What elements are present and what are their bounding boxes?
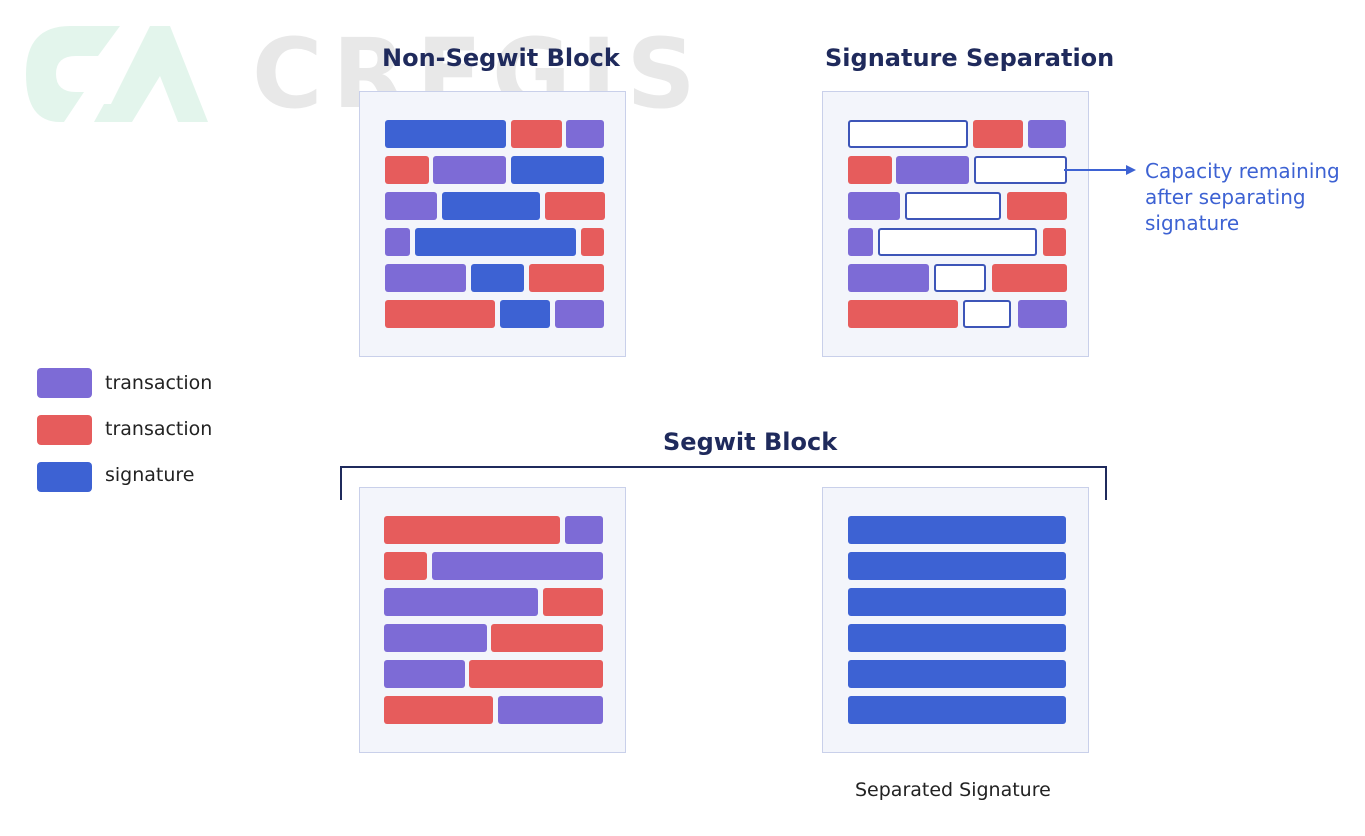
legend: transaction transaction signature	[37, 368, 237, 498]
transaction-block-purple	[848, 228, 873, 256]
empty-capacity-block	[974, 156, 1067, 184]
transaction-block-red	[1043, 228, 1066, 256]
signature-block-blue	[848, 696, 1066, 724]
transaction-block-red	[469, 660, 603, 688]
transaction-block-red	[848, 300, 958, 328]
transaction-block-purple	[848, 192, 900, 220]
cregis-logo-watermark	[26, 26, 208, 122]
signature-separation-panel	[822, 91, 1089, 357]
transaction-block-purple	[1018, 300, 1067, 328]
signature-block-blue	[442, 192, 540, 220]
signature-separation-title: Signature Separation	[825, 44, 1115, 72]
transaction-block-red	[992, 264, 1067, 292]
transaction-block-red	[384, 516, 560, 544]
transaction-block-red	[529, 264, 604, 292]
signature-block-blue	[415, 228, 576, 256]
transaction-block-purple	[896, 156, 969, 184]
non-segwit-block-title: Non-Segwit Block	[382, 44, 620, 72]
transaction-block-purple	[1028, 120, 1066, 148]
empty-capacity-block	[905, 192, 1001, 220]
separated-signature-caption: Separated Signature	[855, 779, 1051, 801]
signature-block-blue	[848, 516, 1066, 544]
transaction-block-red	[511, 120, 562, 148]
transaction-block-purple	[384, 624, 487, 652]
transaction-block-red	[385, 300, 495, 328]
transaction-block-purple	[555, 300, 604, 328]
empty-capacity-block	[878, 228, 1037, 256]
transaction-block-purple	[385, 192, 437, 220]
signature-block-blue	[471, 264, 524, 292]
empty-capacity-block	[848, 120, 968, 148]
empty-capacity-block	[934, 264, 986, 292]
legend-label-transaction-purple: transaction	[105, 372, 213, 394]
transaction-block-red	[581, 228, 604, 256]
signature-block-blue	[500, 300, 550, 328]
signature-block-blue	[848, 588, 1066, 616]
segwit-block-title: Segwit Block	[663, 428, 838, 456]
separated-signature-panel	[822, 487, 1089, 753]
empty-capacity-block	[963, 300, 1011, 328]
legend-label-transaction-red: transaction	[105, 418, 213, 440]
capacity-remaining-annotation: Capacity remaining after separating sign…	[1145, 159, 1340, 235]
transaction-block-purple	[566, 120, 604, 148]
signature-block-blue	[511, 156, 604, 184]
legend-swatch-red	[37, 415, 92, 445]
transaction-block-red	[973, 120, 1023, 148]
transaction-block-purple	[433, 156, 506, 184]
segwit-transactions-panel	[359, 487, 626, 753]
signature-block-blue	[385, 120, 506, 148]
transaction-block-purple	[385, 228, 410, 256]
legend-swatch-purple	[37, 368, 92, 398]
transaction-block-red	[384, 696, 493, 724]
legend-label-signature: signature	[105, 464, 195, 486]
transaction-block-purple	[848, 264, 929, 292]
transaction-block-red	[543, 588, 603, 616]
capacity-arrow	[1064, 165, 1136, 175]
transaction-block-purple	[565, 516, 603, 544]
transaction-block-purple	[384, 588, 538, 616]
transaction-block-red	[545, 192, 605, 220]
transaction-block-red	[1007, 192, 1067, 220]
signature-block-blue	[848, 552, 1066, 580]
transaction-block-purple	[432, 552, 603, 580]
transaction-block-purple	[498, 696, 603, 724]
segwit-bracket	[340, 466, 1107, 500]
transaction-block-red	[384, 552, 427, 580]
non-segwit-block-panel	[359, 91, 626, 357]
transaction-block-purple	[385, 264, 466, 292]
legend-swatch-blue	[37, 462, 92, 492]
transaction-block-red	[848, 156, 892, 184]
signature-block-blue	[848, 624, 1066, 652]
transaction-block-red	[491, 624, 603, 652]
transaction-block-purple	[384, 660, 465, 688]
transaction-block-red	[385, 156, 429, 184]
signature-block-blue	[848, 660, 1066, 688]
